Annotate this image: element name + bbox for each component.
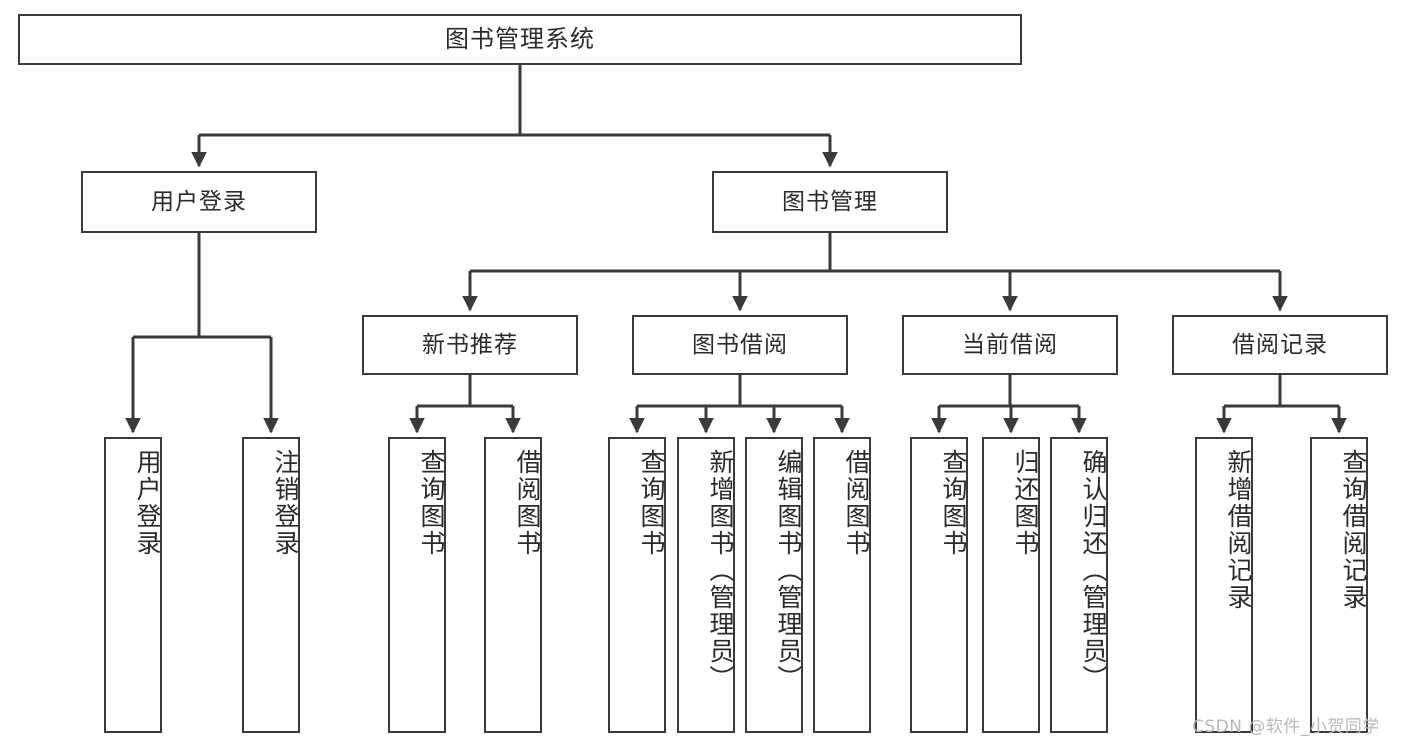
node-user-login[interactable]: 用户登录 — [81, 171, 317, 233]
leaf-borrow-book-rec-label: 借阅图书 — [513, 449, 542, 557]
node-book-management-label: 图书管理 — [782, 188, 878, 215]
leaf-edit-book-admin[interactable]: 编辑图书（管理员） — [745, 437, 803, 733]
leaf-add-borrow-record-label: 新增借阅记录 — [1224, 449, 1253, 611]
leaf-user-login-label: 用户登录 — [133, 449, 162, 557]
leaf-query-borrow-record[interactable]: 查询借阅记录 — [1310, 437, 1368, 733]
leaf-query-borrow-record-label: 查询借阅记录 — [1339, 449, 1368, 611]
leaf-confirm-return-admin-label: 确认归还（管理员） — [1079, 449, 1108, 692]
leaf-logout-label: 注销登录 — [271, 449, 300, 557]
watermark: CSDN @软件_小贺同学 — [1192, 717, 1380, 737]
node-root[interactable]: 图书管理系统 — [18, 14, 1022, 65]
leaf-confirm-return-admin[interactable]: 确认归还（管理员） — [1050, 437, 1108, 733]
node-book-borrow-label: 图书借阅 — [692, 331, 788, 358]
leaf-edit-book-admin-label: 编辑图书（管理员） — [774, 449, 803, 692]
leaf-add-book-admin-label: 新增图书（管理员） — [706, 449, 735, 692]
node-current-borrow[interactable]: 当前借阅 — [902, 315, 1118, 375]
leaf-return-book[interactable]: 归还图书 — [982, 437, 1040, 733]
leaf-query-book-current-label: 查询图书 — [939, 449, 968, 557]
node-user-login-label: 用户登录 — [151, 188, 247, 215]
node-borrow-records[interactable]: 借阅记录 — [1172, 315, 1388, 375]
node-new-book-recommend[interactable]: 新书推荐 — [362, 315, 578, 375]
leaf-borrow-book[interactable]: 借阅图书 — [813, 437, 871, 733]
leaf-query-book-current[interactable]: 查询图书 — [910, 437, 968, 733]
node-book-management[interactable]: 图书管理 — [712, 171, 948, 233]
leaf-add-borrow-record[interactable]: 新增借阅记录 — [1195, 437, 1253, 733]
node-current-borrow-label: 当前借阅 — [962, 331, 1058, 358]
node-borrow-records-label: 借阅记录 — [1232, 331, 1328, 358]
leaf-return-book-label: 归还图书 — [1011, 449, 1040, 557]
leaf-borrow-book-rec[interactable]: 借阅图书 — [484, 437, 542, 733]
leaf-borrow-book-label: 借阅图书 — [842, 449, 871, 557]
leaf-query-book-rec[interactable]: 查询图书 — [388, 437, 446, 733]
node-book-borrow[interactable]: 图书借阅 — [632, 315, 848, 375]
leaf-add-book-admin[interactable]: 新增图书（管理员） — [677, 437, 735, 733]
node-new-book-recommend-label: 新书推荐 — [422, 331, 518, 358]
leaf-query-book-borrow[interactable]: 查询图书 — [608, 437, 666, 733]
leaf-query-book-borrow-label: 查询图书 — [637, 449, 666, 557]
leaf-logout[interactable]: 注销登录 — [242, 437, 300, 733]
leaf-user-login[interactable]: 用户登录 — [104, 437, 162, 733]
leaf-query-book-rec-label: 查询图书 — [417, 449, 446, 557]
node-root-label: 图书管理系统 — [445, 24, 595, 53]
